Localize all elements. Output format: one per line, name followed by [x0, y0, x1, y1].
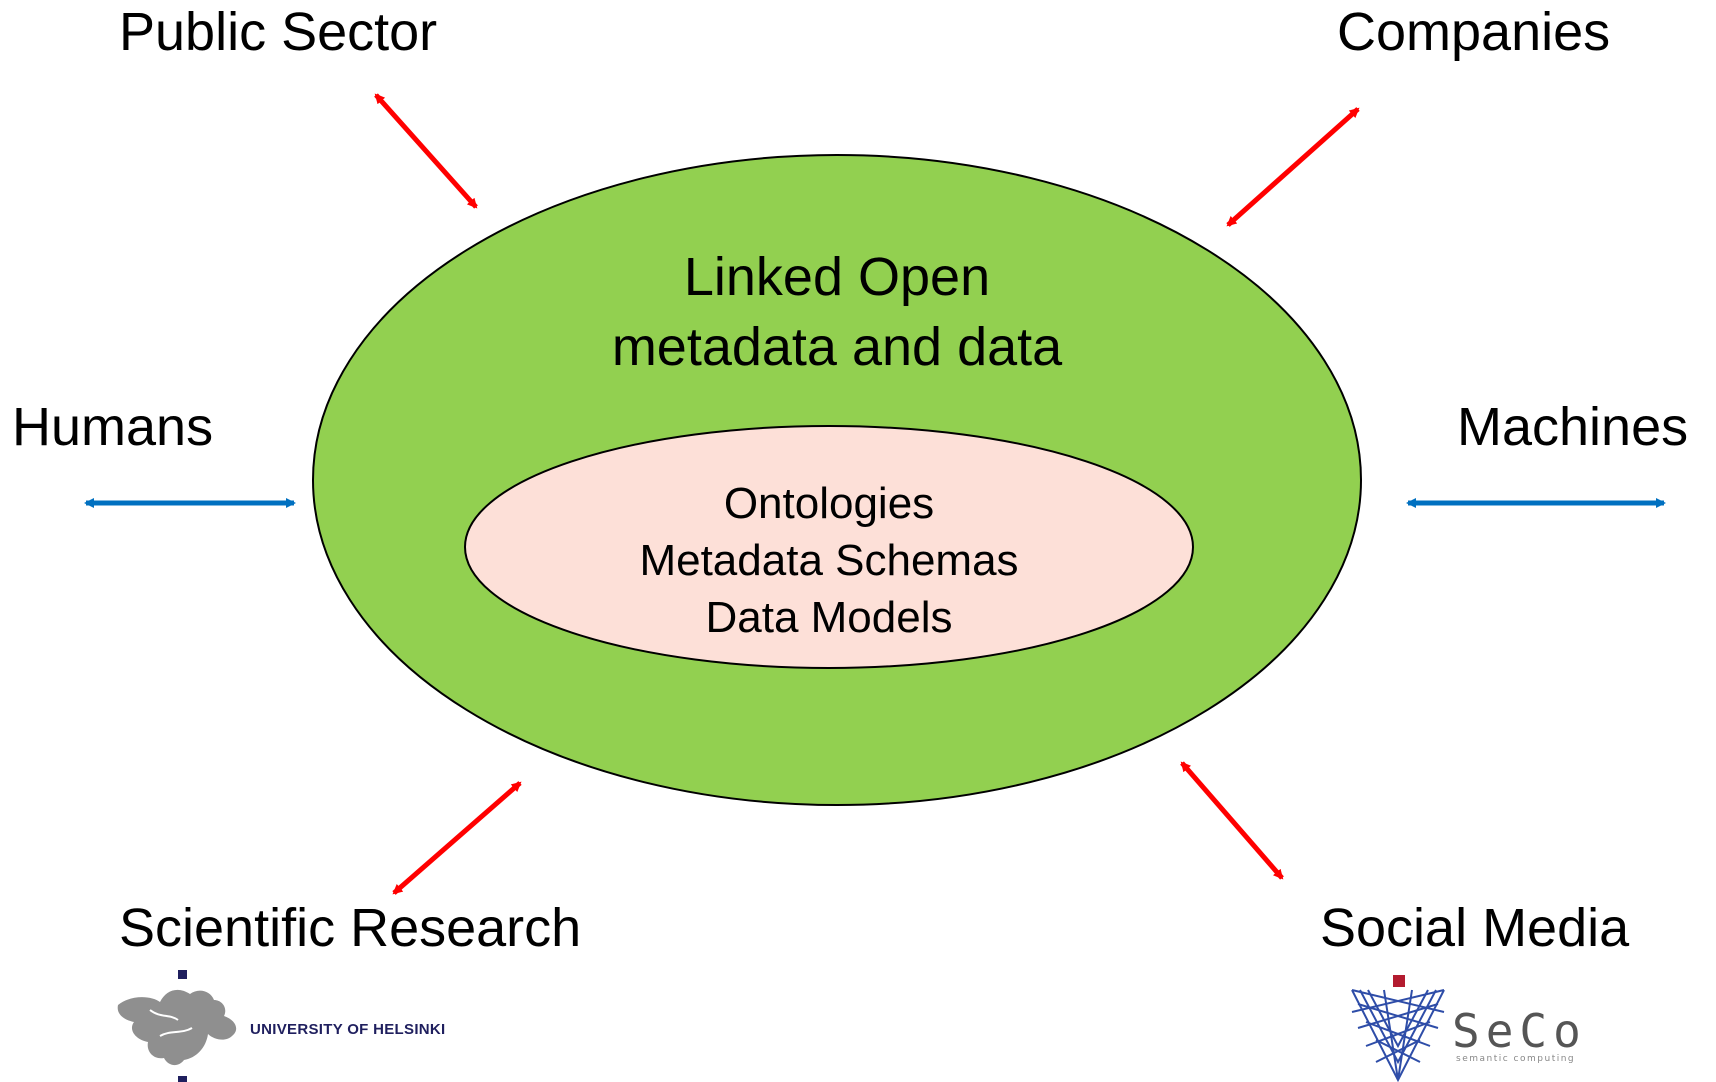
label-scientific-research: Scientific Research [119, 898, 582, 958]
arrow-scientific-research [392, 781, 522, 895]
label-machines: Machines [1457, 397, 1689, 457]
flame-icon [117, 989, 237, 1066]
inner-title-line2: Metadata Schemas [639, 536, 1019, 585]
arrow-public-sector [374, 93, 478, 209]
seco-tagline: semantic computing [1456, 1054, 1575, 1064]
label-public-sector: Public Sector [119, 2, 438, 62]
helsinki-logo: UNIVERSITY OF HELSINKI [117, 970, 446, 1082]
label-social-media: Social Media [1320, 898, 1630, 958]
inner-title-line1: Ontologies [723, 479, 935, 528]
label-companies: Companies [1337, 2, 1611, 62]
outer-title-line1: Linked Open [683, 247, 991, 307]
helsinki-wordmark: UNIVERSITY OF HELSINKI [250, 1021, 446, 1038]
outer-ellipse-title: Linked Open metadata and data [537, 242, 1137, 382]
net-icon [1351, 989, 1445, 1082]
inner-ellipse [464, 425, 1194, 669]
inner-ellipse-title: Ontologies Metadata Schemas Data Models [579, 475, 1079, 646]
outer-title-line2: metadata and data [611, 317, 1063, 377]
inner-title-line3: Data Models [705, 593, 953, 642]
arrow-companies [1226, 107, 1360, 227]
arrow-social-media [1180, 761, 1284, 880]
seco-wordmark: SeCo [1452, 1004, 1587, 1058]
label-humans: Humans [12, 397, 214, 457]
seco-logo: SeCo semantic computing [1351, 975, 1587, 1082]
